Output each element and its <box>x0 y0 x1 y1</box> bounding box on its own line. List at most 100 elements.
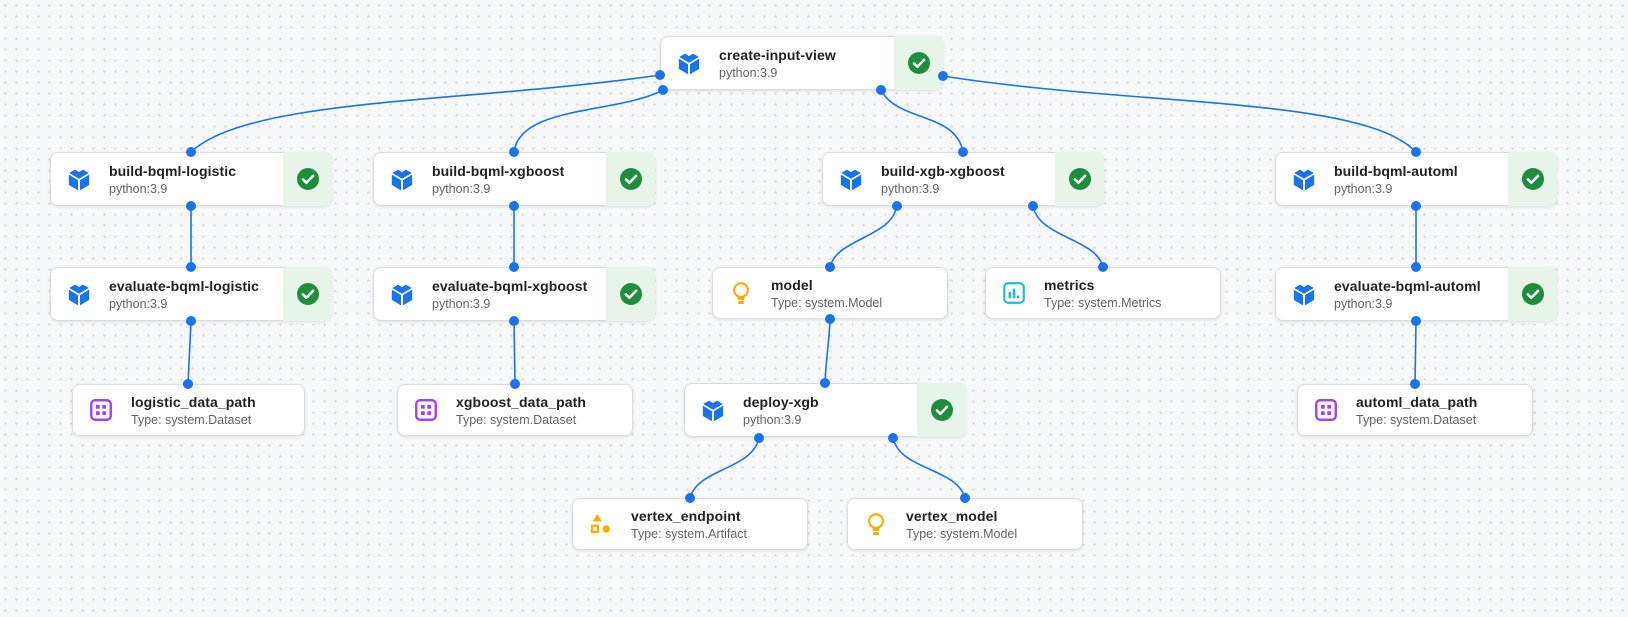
node-title: vertex_endpoint <box>631 507 741 524</box>
node-evaluate-bqml-logistic[interactable]: evaluate-bqml-logistic python:3.9 <box>50 267 332 321</box>
status-succeeded-badge <box>283 267 332 321</box>
node-title: build-bqml-logistic <box>109 162 237 179</box>
edge-evaluate-bqml-xgboost-to-xgboost_data_path <box>513 320 516 385</box>
node-title: metrics <box>1044 276 1095 293</box>
node-subtitle: python:3.9 <box>1334 181 1393 196</box>
component-icon <box>700 397 726 423</box>
edge-create-input-view-to-build-bqml-automl <box>942 75 1417 153</box>
node-subtitle: python:3.9 <box>881 181 940 196</box>
node-evaluate-bqml-automl[interactable]: evaluate-bqml-automl python:3.9 <box>1275 267 1557 321</box>
node-title: evaluate-bqml-logistic <box>109 277 260 294</box>
node-title: xgboost_data_path <box>456 393 587 410</box>
check-circle-icon <box>296 168 319 190</box>
node-title: deploy-xgb <box>743 393 819 410</box>
node-subtitle: Type: system.Model <box>906 526 1018 541</box>
node-title: model <box>771 276 813 293</box>
check-circle-icon <box>1068 168 1091 190</box>
status-succeeded-badge <box>283 152 332 206</box>
edge-evaluate-bqml-automl-to-automl_data_path <box>1414 320 1417 385</box>
check-circle-icon <box>296 283 319 305</box>
status-succeeded-badge <box>894 36 943 90</box>
status-succeeded-badge <box>1055 152 1104 206</box>
node-title: automl_data_path <box>1356 393 1478 410</box>
component-icon <box>1291 166 1317 192</box>
model-lightbulb-icon <box>728 280 754 306</box>
node-subtitle: Type: system.Dataset <box>1356 412 1477 427</box>
node-subtitle: python:3.9 <box>1334 296 1393 311</box>
node-title: build-bqml-automl <box>1334 162 1458 179</box>
node-text: build-bqml-automl python:3.9 <box>1334 162 1458 197</box>
node-subtitle: Type: system.Model <box>771 295 883 310</box>
node-title: evaluate-bqml-automl <box>1334 277 1481 294</box>
dataset-icon <box>413 397 439 423</box>
component-icon <box>676 50 702 76</box>
component-icon <box>1291 281 1317 307</box>
edge-create-input-view-to-build-bqml-xgboost <box>513 89 664 153</box>
edge-model-to-deploy-xgb <box>824 318 831 384</box>
edge-build-xgb-xgboost-to-metrics <box>1032 205 1104 268</box>
metrics-chart-icon <box>1001 280 1027 306</box>
node-title: create-input-view <box>719 46 836 63</box>
node-title: logistic_data_path <box>131 393 256 410</box>
node-build-bqml-logistic[interactable]: build-bqml-logistic python:3.9 <box>50 152 332 206</box>
node-text: evaluate-bqml-automl python:3.9 <box>1334 277 1481 312</box>
edge-build-xgb-xgboost-to-model <box>829 205 898 268</box>
edge-evaluate-bqml-logistic-to-logistic_data_path <box>187 320 192 385</box>
node-build-xgb-xgboost[interactable]: build-xgb-xgboost python:3.9 <box>822 152 1104 206</box>
node-text: build-bqml-xgboost python:3.9 <box>432 162 564 197</box>
node-subtitle: python:3.9 <box>743 412 802 427</box>
component-icon <box>389 281 415 307</box>
component-icon <box>389 166 415 192</box>
check-circle-icon <box>619 168 642 190</box>
status-succeeded-badge <box>1508 267 1557 321</box>
artifact-shapes-icon <box>588 511 614 537</box>
node-text: build-bqml-logistic python:3.9 <box>109 162 236 197</box>
node-subtitle: Type: system.Dataset <box>456 412 577 427</box>
node-build-bqml-automl[interactable]: build-bqml-automl python:3.9 <box>1275 152 1557 206</box>
check-circle-icon <box>1521 168 1544 190</box>
node-subtitle: python:3.9 <box>109 296 168 311</box>
status-succeeded-badge <box>917 383 966 437</box>
node-title: build-bqml-xgboost <box>432 162 565 179</box>
edge-create-input-view-to-build-xgb-xgboost <box>880 89 964 153</box>
edge-deploy-xgb-to-vertex_endpoint <box>689 437 760 499</box>
check-circle-icon <box>1521 283 1544 305</box>
node-title: evaluate-bqml-xgboost <box>432 277 588 294</box>
node-deploy-xgb[interactable]: deploy-xgb python:3.9 <box>684 383 966 437</box>
node-text: build-xgb-xgboost python:3.9 <box>881 162 1005 197</box>
node-text: evaluate-bqml-logistic python:3.9 <box>109 277 259 312</box>
node-build-bqml-xgboost[interactable]: build-bqml-xgboost python:3.9 <box>373 152 655 206</box>
node-subtitle: Type: system.Dataset <box>131 412 252 427</box>
edge-create-input-view-to-build-bqml-logistic <box>190 74 661 153</box>
node-text: deploy-xgb python:3.9 <box>743 393 819 428</box>
node-title: build-xgb-xgboost <box>881 162 1005 179</box>
check-circle-icon <box>619 283 642 305</box>
dataset-icon <box>1313 397 1339 423</box>
node-title: vertex_model <box>906 507 998 524</box>
check-circle-icon <box>907 52 930 74</box>
node-subtitle: Type: system.Artifact <box>631 526 748 541</box>
node-subtitle: python:3.9 <box>109 181 168 196</box>
dataset-icon <box>88 397 114 423</box>
node-subtitle: python:3.9 <box>432 181 491 196</box>
node-subtitle: Type: system.Metrics <box>1044 295 1162 310</box>
status-succeeded-badge <box>1508 152 1557 206</box>
